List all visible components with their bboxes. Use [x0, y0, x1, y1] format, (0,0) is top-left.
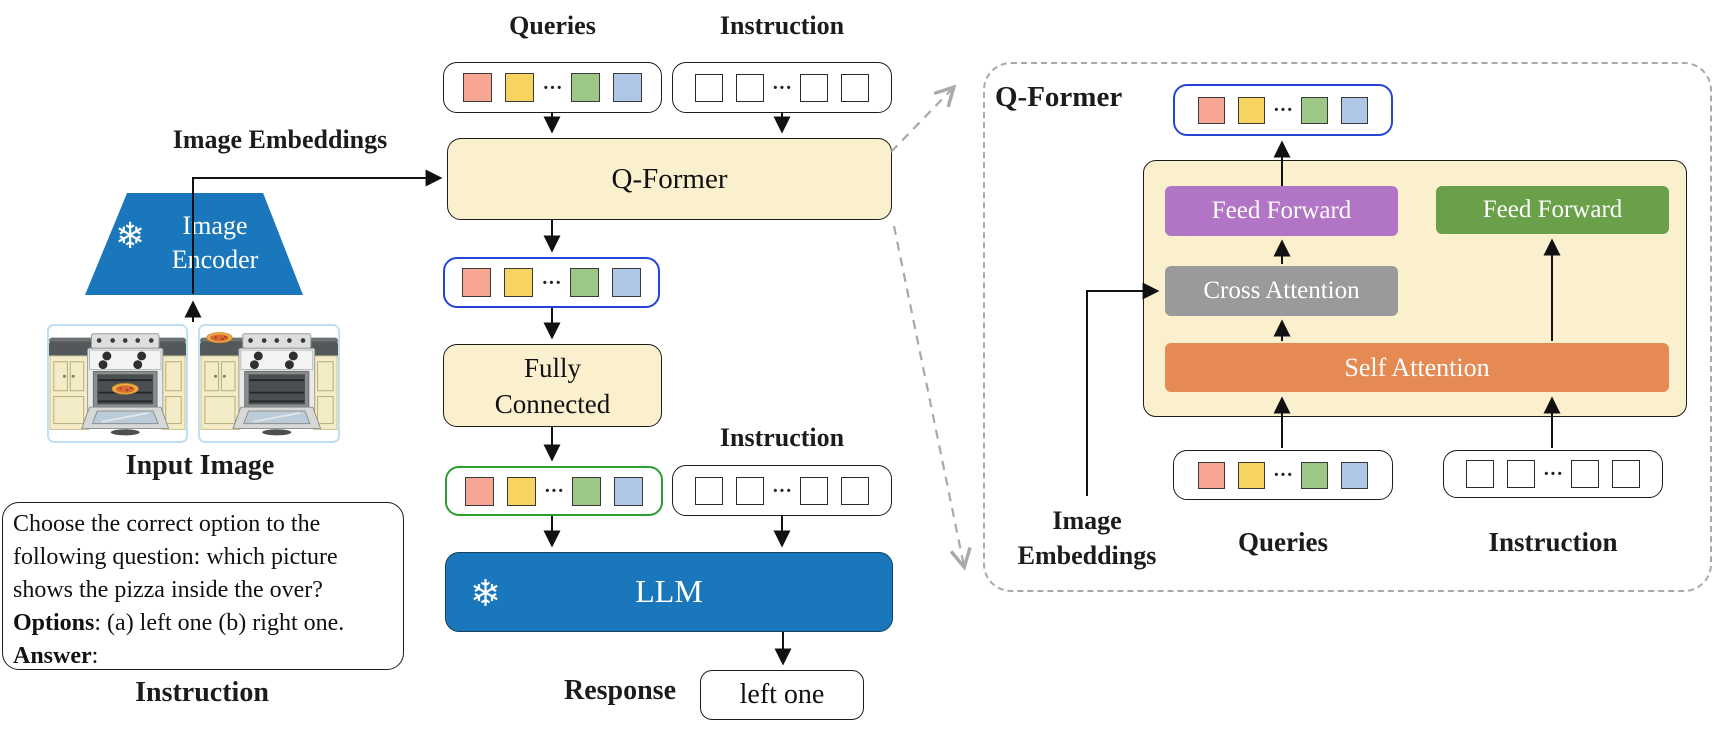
query-token-green [1301, 96, 1328, 124]
cross-attention-label: Cross Attention [1203, 277, 1360, 304]
queries-label-main: Queries [509, 11, 596, 40]
qformer-detail-panel [983, 62, 1712, 592]
instruction-token-box-mid: ··· [672, 465, 892, 516]
ellipsis: ··· [771, 479, 792, 502]
kitchen-scene-pizza-on-counter [200, 332, 338, 436]
self-attention-block: Self Attention [1165, 343, 1669, 392]
instruction-token [1506, 460, 1535, 488]
panel-image-embeddings-line1: Image [1052, 506, 1122, 535]
ellipsis: ··· [542, 76, 563, 99]
query-token-green [1301, 461, 1328, 489]
response-box: left one [700, 670, 864, 720]
ellipsis: ··· [541, 271, 562, 294]
options-label: Options [13, 610, 95, 636]
queries-token-box: ··· [443, 62, 662, 113]
instruction-token [1612, 460, 1640, 488]
query-token-salmon [463, 73, 493, 102]
ellipsis: ··· [1272, 99, 1293, 121]
fully-connected-line1: Fully [523, 352, 582, 383]
fully-connected-box: Fully Connected [443, 344, 662, 427]
query-token-yellow [504, 268, 534, 297]
prompt-line-2: following question: which picture [13, 544, 338, 570]
snowflake-icon: ❄ [115, 216, 146, 257]
kitchen-scene-pizza-in-oven [49, 333, 186, 436]
panel-image-embeddings-line2: Embeddings [1017, 541, 1157, 570]
instruction-label-top: Instruction [719, 11, 845, 40]
query-token-salmon [1197, 461, 1225, 489]
instruction-token [694, 476, 723, 505]
feed-forward-right-label: Feed Forward [1482, 196, 1623, 223]
options-rest: : (a) left one (b) right one. [94, 610, 345, 636]
panel-instruction-box: ··· [1443, 450, 1663, 498]
instruction-token [841, 476, 869, 505]
prompt-line-answer: Answer: [13, 640, 393, 673]
prompt-line-1: Choose the correct option to the [13, 511, 321, 537]
panel-query-output-box: ··· [1173, 84, 1393, 136]
feed-forward-right-block: Feed Forward [1436, 186, 1669, 234]
image-embeddings-label-main: Image Embeddings [172, 125, 388, 154]
instruction-caption: Instruction [135, 677, 269, 708]
query-token-yellow [1237, 96, 1265, 124]
answer-label: Answer [13, 643, 92, 669]
encoder-label-line2: Encoder [171, 245, 259, 274]
query-token-blue [614, 476, 643, 506]
llm-label: LLM [635, 573, 703, 609]
cross-attention-block: Cross Attention [1165, 266, 1398, 316]
qformer-panel-title: Q-Former [995, 81, 1123, 113]
instruction-token [841, 73, 869, 102]
panel-image-embeddings-label: Image Embeddings [1007, 503, 1167, 573]
response-label: Response [563, 675, 676, 706]
feed-forward-left-label: Feed Forward [1211, 197, 1352, 224]
query-token-salmon [1197, 96, 1225, 124]
instruction-prompt-box: Choose the correct option to the followi… [2, 502, 404, 670]
input-image-label: Input Image [125, 450, 275, 481]
instruction-label-mid: Instruction [719, 423, 845, 452]
query-token-green [572, 476, 601, 506]
instruction-token [735, 476, 764, 505]
instruction-token-box-top: ··· [672, 62, 892, 113]
panel-instruction-label: Instruction [1488, 527, 1618, 557]
image-encoder-trapezoid: ❄ Image Encoder [85, 193, 303, 295]
instruction-token [1465, 460, 1494, 488]
ellipsis: ··· [543, 480, 564, 502]
snowflake-icon: ❄ [470, 572, 502, 615]
projected-token-box: ··· [445, 466, 663, 516]
fully-connected-line2: Connected [494, 388, 611, 419]
qformer-box-label: Q-Former [611, 162, 728, 195]
query-token-blue [611, 268, 641, 297]
input-image-left [47, 324, 188, 443]
panel-queries-label: Queries [1238, 527, 1328, 557]
instruction-token [800, 73, 828, 102]
feed-forward-left-block: Feed Forward [1165, 186, 1398, 236]
self-attention-label: Self Attention [1344, 352, 1490, 382]
encoder-label-line1: Image [182, 211, 248, 240]
query-token-yellow [1237, 461, 1265, 489]
prompt-line-3: shows the pizza inside the over? [13, 577, 323, 603]
llm-box: ❄ LLM [445, 552, 893, 632]
instruction-token [735, 73, 764, 102]
query-token-green [570, 73, 600, 102]
query-token-yellow [505, 73, 535, 102]
response-value: left one [739, 679, 825, 710]
query-token-blue [612, 73, 642, 102]
qformer-box: Q-Former [447, 138, 892, 220]
answer-rest: : [91, 643, 99, 669]
panel-queries-box: ··· [1173, 450, 1393, 500]
input-image-right [198, 324, 340, 443]
query-token-blue [1341, 461, 1368, 489]
instruction-token [800, 476, 828, 505]
query-token-salmon [464, 476, 494, 506]
ellipsis: ··· [1272, 464, 1293, 486]
ellipsis: ··· [1542, 463, 1563, 485]
query-token-yellow [506, 476, 536, 506]
instruction-token [694, 73, 723, 102]
query-token-green [569, 268, 599, 297]
prompt-line-options: Options: (a) left one (b) right one. [13, 607, 393, 640]
ellipsis: ··· [771, 76, 792, 99]
instruction-token [1571, 460, 1599, 488]
query-token-salmon [462, 268, 492, 297]
query-output-token-box: ··· [443, 257, 660, 308]
query-token-blue [1341, 96, 1368, 124]
